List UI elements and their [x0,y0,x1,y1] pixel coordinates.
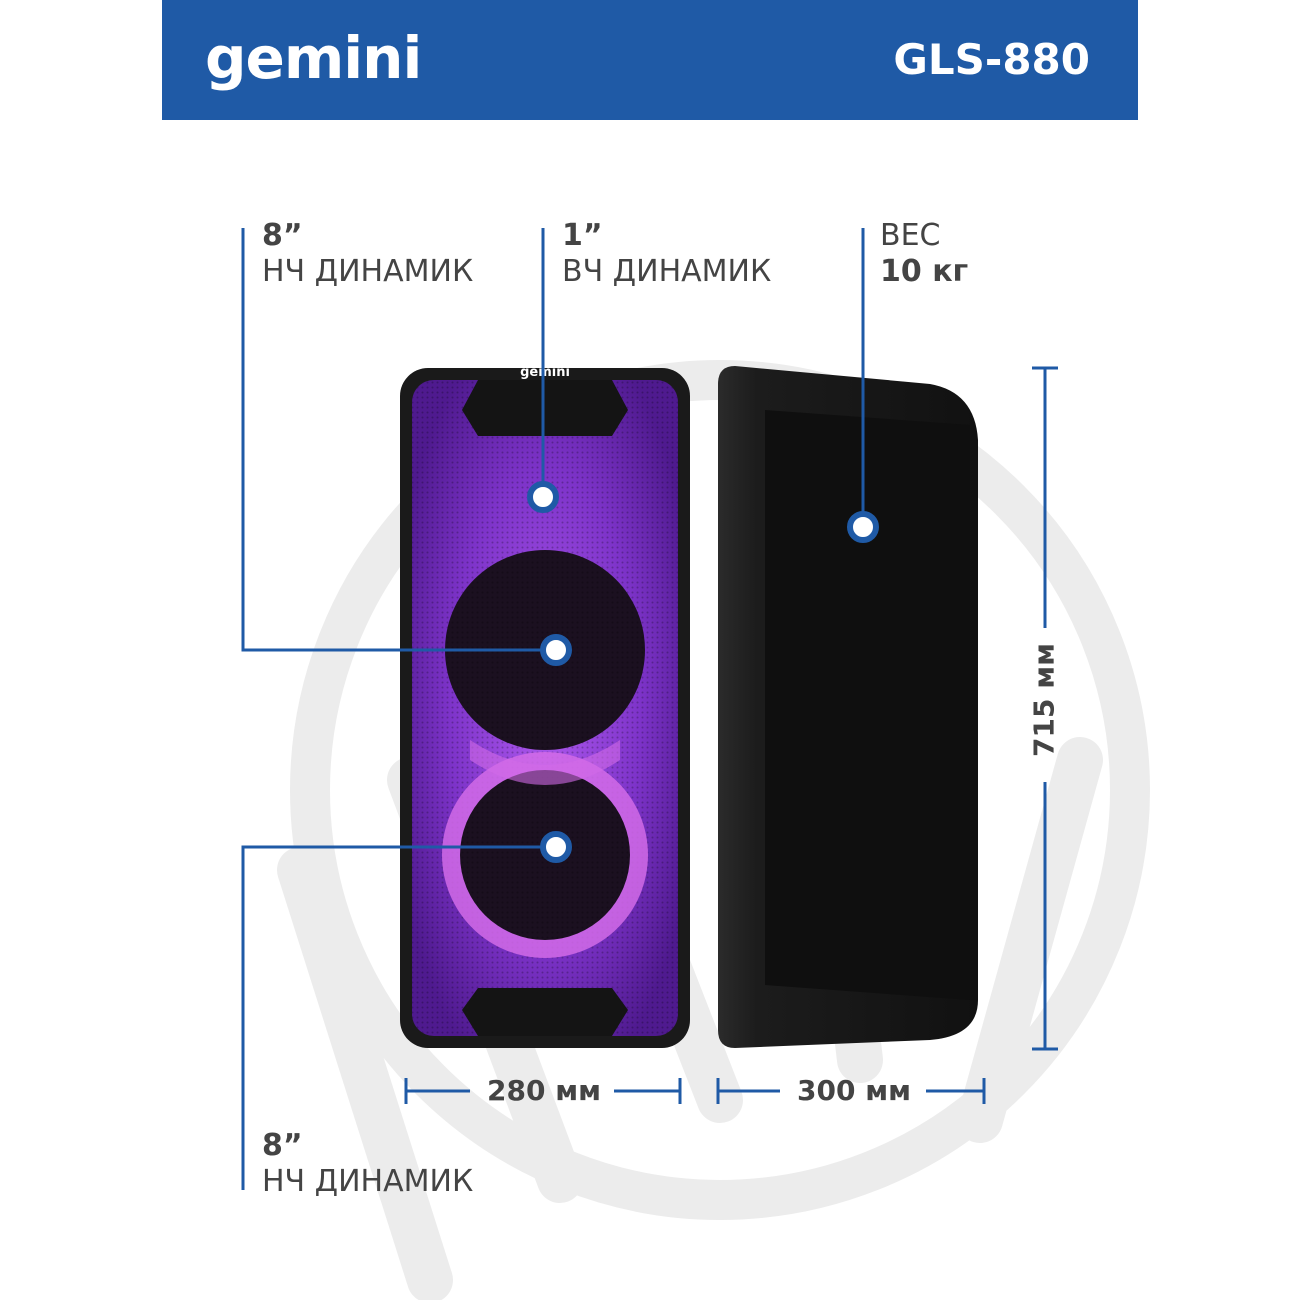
front-speaker [400,368,690,1048]
grille-logo: gemini [520,365,570,380]
height-dimension: 715 мм [1027,643,1061,757]
weight-value: 10 кг [880,254,969,289]
tweeter-size: 1” [562,218,603,253]
tweeter-label: ВЧ ДИНАМИК [562,254,772,289]
woofer-bottom-label: НЧ ДИНАМИК [262,1164,474,1199]
header-bar [162,0,1138,120]
depth-dimension: 300 мм [797,1074,911,1107]
woofer-top-label: НЧ ДИНАМИК [262,254,474,289]
width-dimension: 280 мм [487,1074,601,1107]
woofer-top-size: 8” [262,218,303,253]
side-speaker [718,366,978,1048]
brand-logo: gemini [205,24,422,92]
woofer-bottom-callout: 8” НЧ ДИНАМИК [262,1128,473,1200]
woofer-top-callout: 8” НЧ ДИНАМИК [262,218,473,290]
woofer-top-marker [540,634,572,666]
woofer-bottom-size: 8” [262,1128,303,1163]
tweeter-callout: 1” ВЧ ДИНАМИК [562,218,771,290]
weight-marker [847,511,879,543]
tweeter-marker [527,481,559,513]
weight-label: ВЕС [880,218,941,253]
woofer-bottom-marker [540,831,572,863]
model-name: GLS-880 [893,35,1090,84]
weight-callout: ВЕС 10 кг [880,218,968,290]
dimension-lines [404,366,1058,1104]
